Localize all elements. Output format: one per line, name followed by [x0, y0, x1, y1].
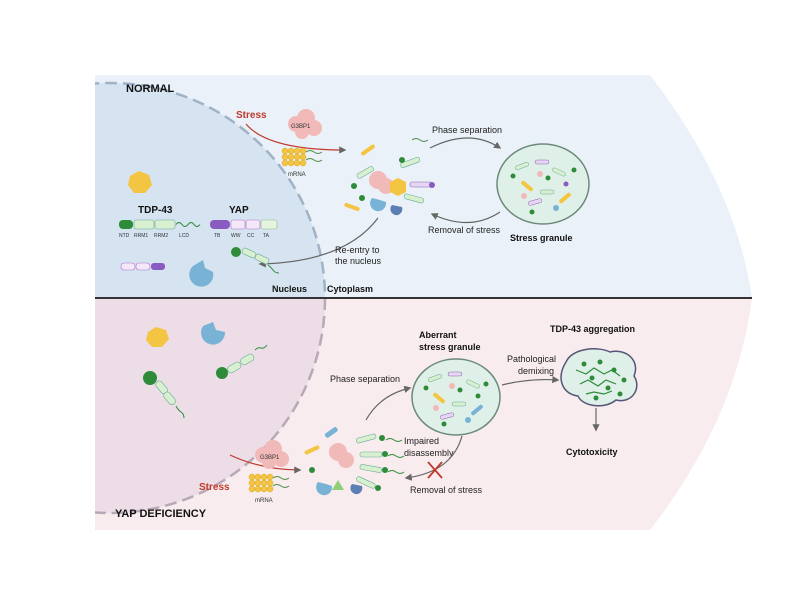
- tdp43-domain-lcd: LCD: [179, 233, 189, 239]
- normal-title: NORMAL: [126, 83, 175, 95]
- aberrant-stress-granule: [411, 358, 501, 436]
- blocked-cross-icon: [427, 461, 443, 479]
- mrna-cluster-normal: [281, 147, 307, 167]
- mrna-label-normal: mRNA: [288, 172, 306, 178]
- pathological-arrow: [501, 375, 560, 386]
- g3bp1-protein-normal: [288, 109, 322, 139]
- aberrant-label-line2: stress granule: [419, 342, 481, 352]
- pathological-label-line1: Pathological: [507, 354, 556, 364]
- reentry-label-line2: the nucleus: [335, 256, 382, 266]
- yellow-granule-normal: [128, 171, 152, 193]
- tdp43-aggregate: [560, 348, 638, 407]
- tdp43-aggregation-label: TDP-43 aggregation: [550, 324, 635, 334]
- mrna-cluster-deficiency: [248, 473, 274, 493]
- removal-of-stress-label-normal: Removal of stress: [428, 225, 501, 235]
- removal-of-stress-label-deficiency: Removal of stress: [410, 485, 483, 495]
- yap-domain-ta: TA: [263, 233, 270, 239]
- stress-label-normal: Stress: [236, 110, 267, 121]
- phase-separation-label-normal: Phase separation: [432, 125, 502, 135]
- blue-protein-nucleus: [189, 260, 214, 287]
- phase-separation-arrow-deficiency: [365, 385, 412, 421]
- removal-arrow-deficiency: [404, 435, 463, 481]
- reentry-arrow: [258, 217, 379, 268]
- cytotoxicity-label: Cytotoxicity: [566, 447, 618, 457]
- phase-separation-arrow-normal: [429, 137, 502, 149]
- yellow-granule-deficiency: [146, 327, 169, 347]
- yap-title: YAP: [229, 205, 249, 216]
- g3bp1-label-normal: G3BP1: [291, 124, 311, 130]
- blue-protein-deficiency: [201, 322, 226, 345]
- reentry-label-line1: Re-entry to: [335, 245, 380, 255]
- stress-granule-label: Stress granule: [510, 233, 573, 243]
- tdp43-domain-rrm1: RRM1: [134, 233, 148, 239]
- tdp43-domain-bar: [119, 219, 201, 230]
- nucleus-label: Nucleus: [272, 284, 307, 294]
- condensate-cluster-deficiency: [304, 427, 405, 496]
- stress-arrow-normal: [245, 123, 347, 154]
- yap-domain-ww: WW: [231, 233, 241, 239]
- cytoplasm-label: Cytoplasm: [327, 284, 373, 294]
- tdp43-molecule-nucleus: [231, 247, 280, 274]
- pathological-label-line2: demixing: [518, 366, 554, 376]
- yap-domain-cc: CC: [247, 233, 255, 239]
- stress-label-deficiency: Stress: [199, 482, 230, 493]
- yap-molecule-nucleus: [120, 262, 165, 271]
- nucleus-deficiency: [95, 298, 327, 515]
- tdp43-molecule-deficiency-1: [143, 371, 185, 419]
- tdp43-domain-rrm2: RRM2: [154, 233, 168, 239]
- impaired-label-line2: disassembly: [404, 448, 454, 458]
- phase-separation-label-deficiency: Phase separation: [330, 374, 400, 384]
- g3bp1-protein-deficiency: [255, 440, 289, 469]
- g3bp1-label-deficiency: G3BP1: [260, 455, 280, 461]
- tdp43-domain-ntd: NTD: [119, 233, 130, 239]
- mrna-label-deficiency: mRNA: [255, 498, 273, 504]
- yap-domain-bar: [210, 219, 278, 230]
- stress-granule-normal: [496, 143, 590, 225]
- impaired-label-line1: Impaired: [404, 436, 439, 446]
- condensate-cluster-normal: [344, 138, 435, 216]
- tdp43-title: TDP-43: [138, 205, 173, 216]
- yap-domain-tb: TB: [214, 233, 221, 239]
- removal-arrow-normal: [430, 211, 501, 224]
- aberrant-label-line1: Aberrant: [419, 330, 457, 340]
- tdp43-molecule-deficiency-2: [216, 344, 268, 379]
- deficiency-title: YAP DEFICIENCY: [115, 508, 207, 520]
- nucleus-normal: [95, 81, 327, 298]
